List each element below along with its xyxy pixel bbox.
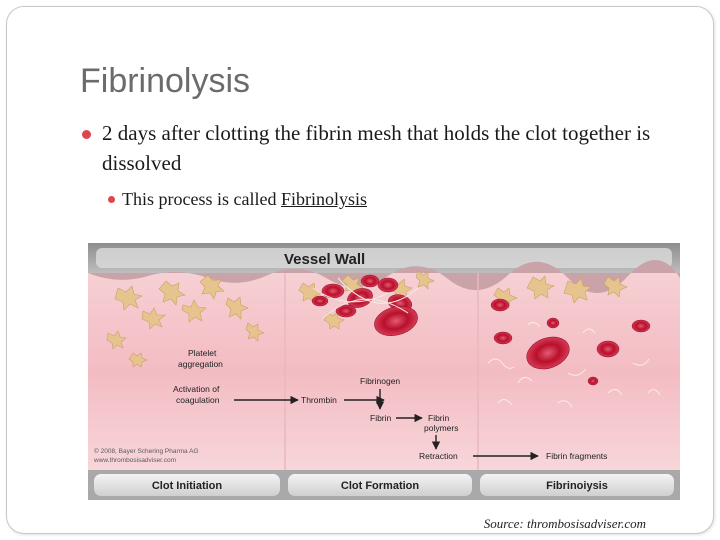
platelets-stage-3 — [493, 275, 628, 309]
stage-clot-initiation: Clot Initiation — [152, 480, 223, 492]
label-aggregation: aggregation — [178, 359, 223, 369]
bullet-list: 2 days after clotting the fibrin mesh th… — [80, 118, 660, 212]
red-blood-cells-stage-3 — [490, 298, 651, 386]
label-retraction: Retraction — [419, 451, 458, 461]
bullet-text-1: 2 days after clotting the fibrin mesh th… — [102, 121, 651, 175]
fibrin-mesh — [312, 277, 419, 319]
label-fibrinogen: Fibrinogen — [360, 376, 400, 386]
stage-pill-3 — [480, 474, 674, 496]
copyright-line-2: www.thrombosisadviser.com — [93, 457, 176, 464]
label-coagulation: coagulation — [176, 395, 220, 405]
stage-pill-2 — [288, 474, 472, 496]
process-arrows — [234, 389, 539, 461]
label-fibrin-polymers-1: Fibrin — [428, 413, 450, 423]
sub-bullet-dot-icon — [108, 196, 115, 203]
label-thrombin: Thrombin — [301, 395, 337, 405]
fibrinolysis-diagram: Vessel Wall — [88, 243, 680, 500]
stage-fibrinolysis: Fibrinoiysis — [546, 480, 608, 492]
fibrin-fragment-strands — [487, 321, 661, 408]
label-activation: Activation of — [173, 384, 220, 394]
label-platelet: Platelet — [188, 348, 217, 358]
bullet-dot-icon — [82, 130, 91, 139]
red-blood-cells-stage-2 — [311, 274, 418, 336]
label-fibrin: Fibrin — [370, 413, 392, 423]
slide-title: Fibrinolysis — [80, 62, 251, 100]
bullet-item-2: This process is called Fibrinolysis — [80, 186, 660, 212]
label-fibrin-fragments: Fibrin fragments — [546, 451, 607, 461]
fibrinolysis-link[interactable]: Fibrinolysis — [280, 189, 367, 209]
endothelium — [88, 259, 680, 294]
vessel-lumen — [88, 273, 680, 470]
stage-pill-1 — [94, 474, 280, 496]
bullet-text-2: This process is called — [122, 189, 281, 209]
source-caption: Source: thrombosisadviser.com — [483, 516, 646, 531]
vessel-wall-band — [96, 248, 672, 268]
stage-clot-formation: Clot Formation — [341, 480, 419, 492]
platelets-stage-1 — [106, 274, 265, 368]
bullet-item-1: 2 days after clotting the fibrin mesh th… — [80, 118, 660, 178]
copyright-line-1: © 2008, Bayer Schering Pharma AG — [94, 447, 199, 455]
vessel-wall-label: Vessel Wall — [284, 251, 365, 268]
label-fibrin-polymers-2: polymers — [424, 423, 458, 433]
